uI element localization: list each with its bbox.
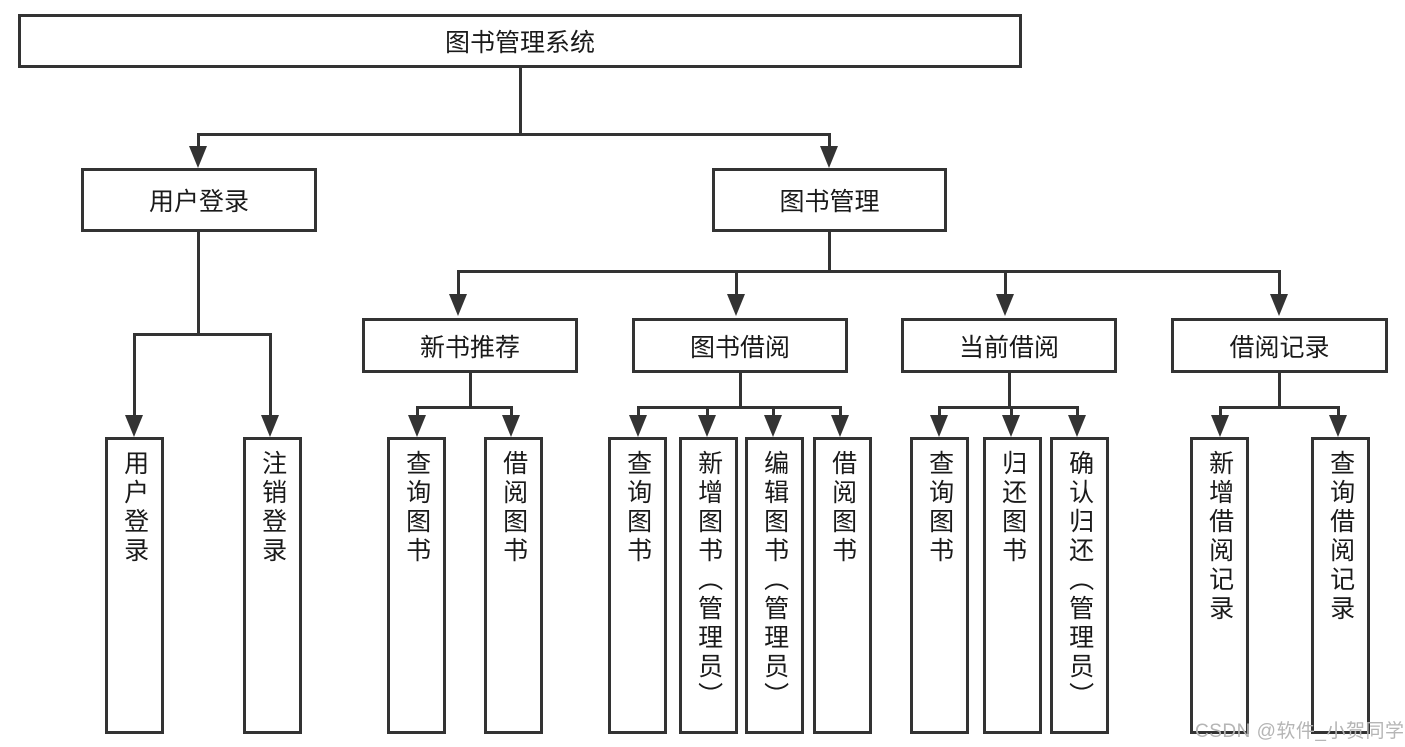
arrow-to-leaf-logout [261, 415, 279, 437]
node-current-borrow[interactable]: 当前借阅 [901, 318, 1117, 373]
connector-groupC-drop-3 [1076, 406, 1079, 415]
leaf-label: 用户登录 [120, 450, 149, 566]
leaf-label: 新增图书（管理员） [694, 450, 723, 711]
arrow-to-leafC2 [1002, 415, 1020, 437]
connector-level3-drop-2 [735, 270, 738, 296]
leaf-query-book-borrow[interactable]: 查询图书 [608, 437, 667, 734]
arrow-to-leafB4 [831, 415, 849, 437]
arrow-to-leafD1 [1211, 415, 1229, 437]
node-borrow-record[interactable]: 借阅记录 [1171, 318, 1388, 373]
leaf-label: 借阅图书 [499, 450, 528, 566]
leaf-borrow-book-rec[interactable]: 借阅图书 [484, 437, 543, 734]
watermark-text: CSDN @软件_小贺同学 [1195, 721, 1405, 742]
leaf-add-book-admin[interactable]: 新增图书（管理员） [679, 437, 738, 734]
arrow-to-new-book-rec [449, 294, 467, 316]
leaf-user-login[interactable]: 用户登录 [105, 437, 164, 734]
connector-groupD-stem [1278, 373, 1281, 406]
connector-level3-drop-3 [1004, 270, 1007, 296]
connector-level3-drop-1 [457, 270, 460, 296]
arrow-to-current-borrow [996, 294, 1014, 316]
connector-groupC-bus [938, 406, 1079, 409]
node-root-system[interactable]: 图书管理系统 [18, 14, 1022, 68]
connector-root-bus-right-drop [828, 133, 831, 146]
connector-groupC-drop-2 [1010, 406, 1013, 415]
arrow-to-leaf-user-login [125, 415, 143, 437]
leaf-add-borrow-record[interactable]: 新增借阅记录 [1190, 437, 1249, 734]
arrow-to-book-borrow [727, 294, 745, 316]
node-book-borrow[interactable]: 图书借阅 [632, 318, 848, 373]
leaf-borrow-book[interactable]: 借阅图书 [813, 437, 872, 734]
leaf-label: 注销登录 [258, 450, 287, 566]
leaf-label: 确认归还（管理员） [1065, 450, 1094, 711]
arrow-to-book-manage [820, 146, 838, 168]
connector-groupB-stem [739, 373, 742, 406]
leaf-query-borrow-record[interactable]: 查询借阅记录 [1311, 437, 1370, 734]
arrow-to-leafA1 [408, 415, 426, 437]
arrow-to-leafB3 [764, 415, 782, 437]
leaf-label: 归还图书 [998, 450, 1027, 566]
connector-groupA-bus [416, 406, 513, 409]
leaf-edit-book-admin[interactable]: 编辑图书（管理员） [745, 437, 804, 734]
arrow-to-leafC1 [930, 415, 948, 437]
connector-groupB-drop-3 [772, 406, 775, 415]
connector-book-manage-stem [828, 232, 831, 270]
leaf-label: 查询图书 [623, 450, 652, 566]
connector-groupA-drop-2 [510, 406, 513, 415]
arrow-to-leafA2 [502, 415, 520, 437]
leaf-return-book[interactable]: 归还图书 [983, 437, 1042, 734]
connector-groupD-bus [1219, 406, 1340, 409]
node-new-book-recommend[interactable]: 新书推荐 [362, 318, 578, 373]
leaf-label: 查询借阅记录 [1326, 450, 1355, 624]
arrow-to-leafB1 [629, 415, 647, 437]
connector-groupB-drop-1 [637, 406, 640, 415]
connector-root-bus-left-drop [197, 133, 200, 146]
connector-groupD-drop-1 [1219, 406, 1222, 415]
arrow-to-leafD2 [1329, 415, 1347, 437]
connector-groupC-drop-1 [938, 406, 941, 415]
connector-level3-bus [457, 270, 1278, 273]
arrow-to-borrow-record [1270, 294, 1288, 316]
connector-user-login-child1-drop [133, 333, 136, 415]
leaf-logout[interactable]: 注销登录 [243, 437, 302, 734]
connector-groupB-drop-4 [839, 406, 842, 415]
leaf-query-book-current[interactable]: 查询图书 [910, 437, 969, 734]
leaf-query-book-rec[interactable]: 查询图书 [387, 437, 446, 734]
connector-groupA-drop-1 [416, 406, 419, 415]
leaf-label: 编辑图书（管理员） [760, 450, 789, 711]
node-book-management[interactable]: 图书管理 [712, 168, 947, 232]
leaf-confirm-return-admin[interactable]: 确认归还（管理员） [1050, 437, 1109, 734]
arrow-to-leafB2 [698, 415, 716, 437]
connector-groupC-stem [1008, 373, 1011, 406]
connector-user-login-stem [197, 232, 200, 333]
arrow-to-user-login [189, 146, 207, 168]
connector-groupB-drop-2 [706, 406, 709, 415]
connector-groupB-bus [637, 406, 842, 409]
leaf-label: 查询图书 [925, 450, 954, 566]
connector-user-login-bus [133, 333, 271, 336]
leaf-label: 借阅图书 [828, 450, 857, 566]
connector-groupA-stem [469, 373, 472, 406]
connector-root-bus [197, 133, 831, 136]
leaf-label: 新增借阅记录 [1205, 450, 1234, 624]
connector-root-stem [519, 68, 522, 133]
node-user-login[interactable]: 用户登录 [81, 168, 317, 232]
connector-groupD-drop-2 [1337, 406, 1340, 415]
arrow-to-leafC3 [1068, 415, 1086, 437]
connector-user-login-child2-drop [269, 333, 272, 415]
leaf-label: 查询图书 [402, 450, 431, 566]
connector-level3-drop-4 [1278, 270, 1281, 296]
